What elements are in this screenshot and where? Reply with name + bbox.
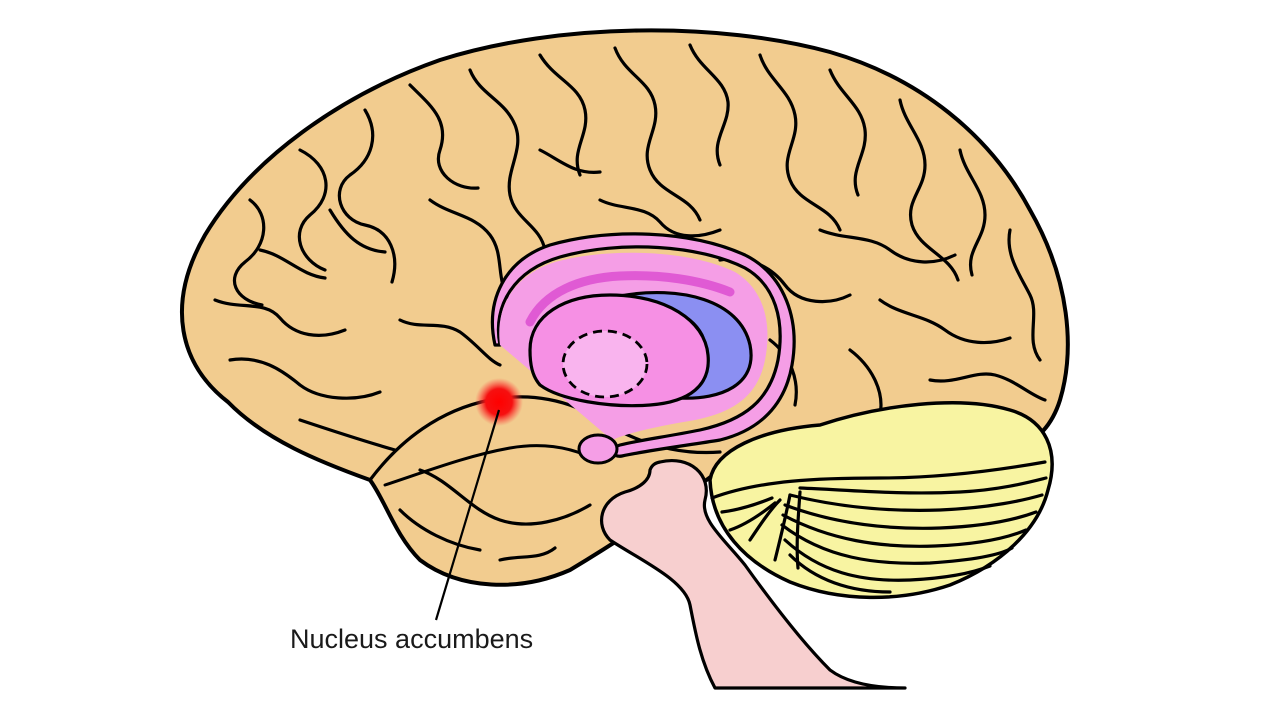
nucleus-accumbens-label: Nucleus accumbens (290, 624, 533, 654)
limbic-band (525, 271, 735, 327)
nucleus-accumbens-marker (475, 378, 523, 426)
thalamus-inner-region (561, 329, 649, 399)
temporal-lobe-lower-line (383, 444, 602, 487)
cortical-folds (213, 43, 1047, 562)
brainstem (600, 459, 907, 690)
cerebellum-folia (710, 460, 1048, 594)
mammillary-body (577, 433, 619, 465)
label-leader-line (434, 409, 501, 621)
